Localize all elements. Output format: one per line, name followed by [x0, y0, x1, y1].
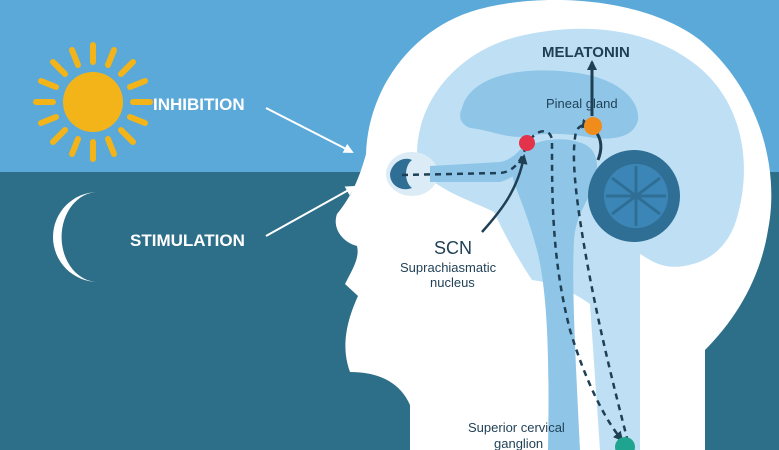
scn-dot — [519, 135, 535, 151]
scn-pointer — [481, 154, 528, 233]
stimulation-arrow — [265, 186, 356, 237]
pineal-gland-label: Pineal gland — [546, 96, 618, 111]
moon-icon — [53, 192, 98, 282]
ganglion-label-line1: Superior cervical — [468, 420, 565, 435]
stimulation-label: STIMULATION — [130, 231, 245, 250]
eye-icon — [386, 152, 438, 196]
scn-label: SCN — [434, 238, 472, 258]
melatonin-label: MELATONIN — [542, 44, 630, 61]
optic-tract — [430, 142, 536, 182]
cerebellum — [588, 150, 680, 242]
ganglion-dot — [615, 437, 635, 450]
pineal-stalk — [594, 131, 603, 161]
brainstem-region — [511, 139, 598, 450]
scn-full-label-line2: nucleus — [430, 275, 475, 290]
inhibition-label: INHIBITION — [153, 95, 245, 114]
pineal-dot — [584, 117, 602, 135]
inhibition-arrow — [265, 107, 354, 153]
brain-outline — [417, 28, 744, 450]
sun-icon — [33, 42, 153, 162]
scn-full-label-line1: Suprachiasmatic — [400, 260, 497, 275]
ganglion-label-line2: ganglion — [494, 436, 543, 450]
